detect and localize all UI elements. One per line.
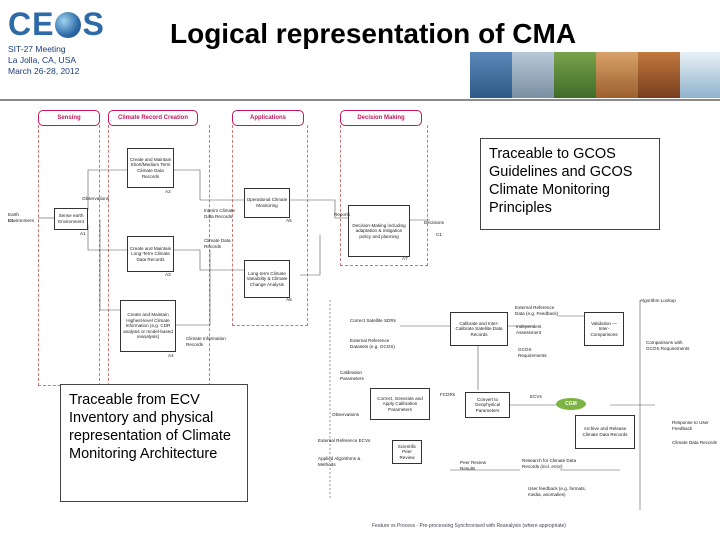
lane-sensing: Sensing: [38, 110, 100, 126]
box-id: A3: [165, 272, 171, 277]
observations-label: Observations: [82, 196, 110, 201]
header-divider: [0, 99, 720, 101]
box-id: A5: [286, 218, 292, 223]
reports-label: Reports: [334, 212, 351, 217]
short-term-cdr-box: Create and Maintain Short/Medium Term Cl…: [127, 148, 174, 188]
correct-sdrs-label: Correct Satellite SDRs: [350, 318, 396, 323]
observations-right-label: Observations: [332, 412, 360, 417]
interim-cdr-label: Interim Climate Data Records: [204, 208, 235, 219]
photo-ice: [680, 52, 720, 98]
algorithm-lookup-label: Algorithm Lookup: [640, 298, 676, 303]
photo-ocean: [470, 52, 512, 98]
earth-environment-label: Earth Environment: [8, 212, 34, 223]
box-id: A6: [286, 297, 292, 302]
ecvs-label: ECVs: [530, 394, 542, 399]
decision-making-box: Decision-Making including adaptation & m…: [348, 205, 410, 257]
gcos-requirements-label: GCOS Requirements: [518, 347, 547, 358]
climate-info-records-label: Climate Information Records: [186, 336, 226, 347]
user-feedback-label: User feedback (e.g. formats, media, anom…: [528, 486, 586, 497]
comparisons-gcos-label: Comparisons with GCOS Requirements: [646, 340, 690, 351]
archive-release-box: Archive and Release Climate Data Records: [575, 415, 635, 449]
external-ref-feedback-label: External Reference Data (e.g. Feedback): [515, 305, 559, 316]
box-id: A7: [402, 256, 408, 261]
peer-review-box: Scientific Peer Review: [392, 440, 422, 464]
meeting-line: La Jolla, CA, USA: [8, 55, 77, 65]
research-cdr-label: Research for Climate Data Records (incl.…: [522, 458, 577, 469]
photo-desert: [596, 52, 638, 98]
meeting-line: SIT-27 Meeting: [8, 44, 66, 54]
long-term-cdr-box: Create and Maintain Long-Term Climate Da…: [127, 236, 174, 272]
input-id: C1: [8, 218, 14, 223]
lane-climate-record-creation: Climate Record Creation: [108, 110, 198, 126]
variability-analysis-box: Long-term Climate Variability & Climate …: [244, 260, 290, 298]
box-id: A2: [165, 189, 171, 194]
validation-box: Validation — Inter-Comparisons: [584, 312, 624, 346]
meeting-line: March 26-28, 2012: [8, 66, 80, 76]
cgm-badge: CGM: [556, 398, 586, 410]
fcdrs-label: FCDRs: [440, 392, 456, 397]
decisions-label: Decisions: [424, 220, 444, 225]
lane-decision-area: [340, 125, 428, 266]
lane-decision-making: Decision Making: [340, 110, 422, 126]
operational-monitoring-box: Operational Climate Monitoring: [244, 188, 290, 218]
ecv-callout: Traceable from ECV Inventory and physica…: [60, 384, 248, 502]
gcos-callout: Traceable to GCOS Guidelines and GCOS Cl…: [480, 138, 660, 230]
climate-data-records-label: Climate Data Records: [672, 440, 717, 445]
photo-clouds: [512, 52, 554, 98]
external-ref-ecvs-label: External Reference ECVs: [318, 438, 371, 443]
highest-level-info-box: Create and Maintain Highest-level Climat…: [120, 300, 176, 352]
meeting-info: SIT-27 Meeting La Jolla, CA, USA March 2…: [8, 44, 118, 77]
box-id: A4: [168, 353, 174, 358]
lane-applications-area: [232, 125, 308, 326]
photo-strip: [470, 52, 720, 98]
output-id: C1: [436, 232, 442, 237]
applied-algorithms-label: Applied Algorithms & Methods: [318, 456, 361, 467]
response-feedback-label: Response to User Feedback: [672, 420, 709, 431]
globe-icon: [55, 12, 82, 38]
external-ref-gcos-label: External Reference Datasets (e.g. GCOS): [350, 338, 395, 349]
peer-review-results-label: Peer Review Results: [460, 460, 487, 471]
sense-earth-box: Sense earth Environment: [54, 208, 88, 230]
photo-forest: [554, 52, 596, 98]
photo-cracked-earth: [638, 52, 680, 98]
correct-generate-box: Correct, Generate and Apply Calibration …: [370, 388, 430, 420]
slide-title: Logical representation of CMA: [170, 18, 577, 49]
convert-geophysical-box: Convert to Geophysical Parameters: [465, 392, 510, 418]
box-id: A1: [80, 231, 86, 236]
independent-assessment-label: Independent Assessment: [516, 324, 542, 335]
calibration-parameters-label: Calibration Parameters: [340, 370, 364, 381]
calibrate-box: Calibrate and Inter-Calibrate Satellite …: [450, 312, 508, 346]
lane-applications: Applications: [232, 110, 304, 126]
cdr-label: Climate Data Records: [204, 238, 231, 249]
diagram-caption: Feature vs Process - Pre-processing Sync…: [372, 523, 566, 529]
